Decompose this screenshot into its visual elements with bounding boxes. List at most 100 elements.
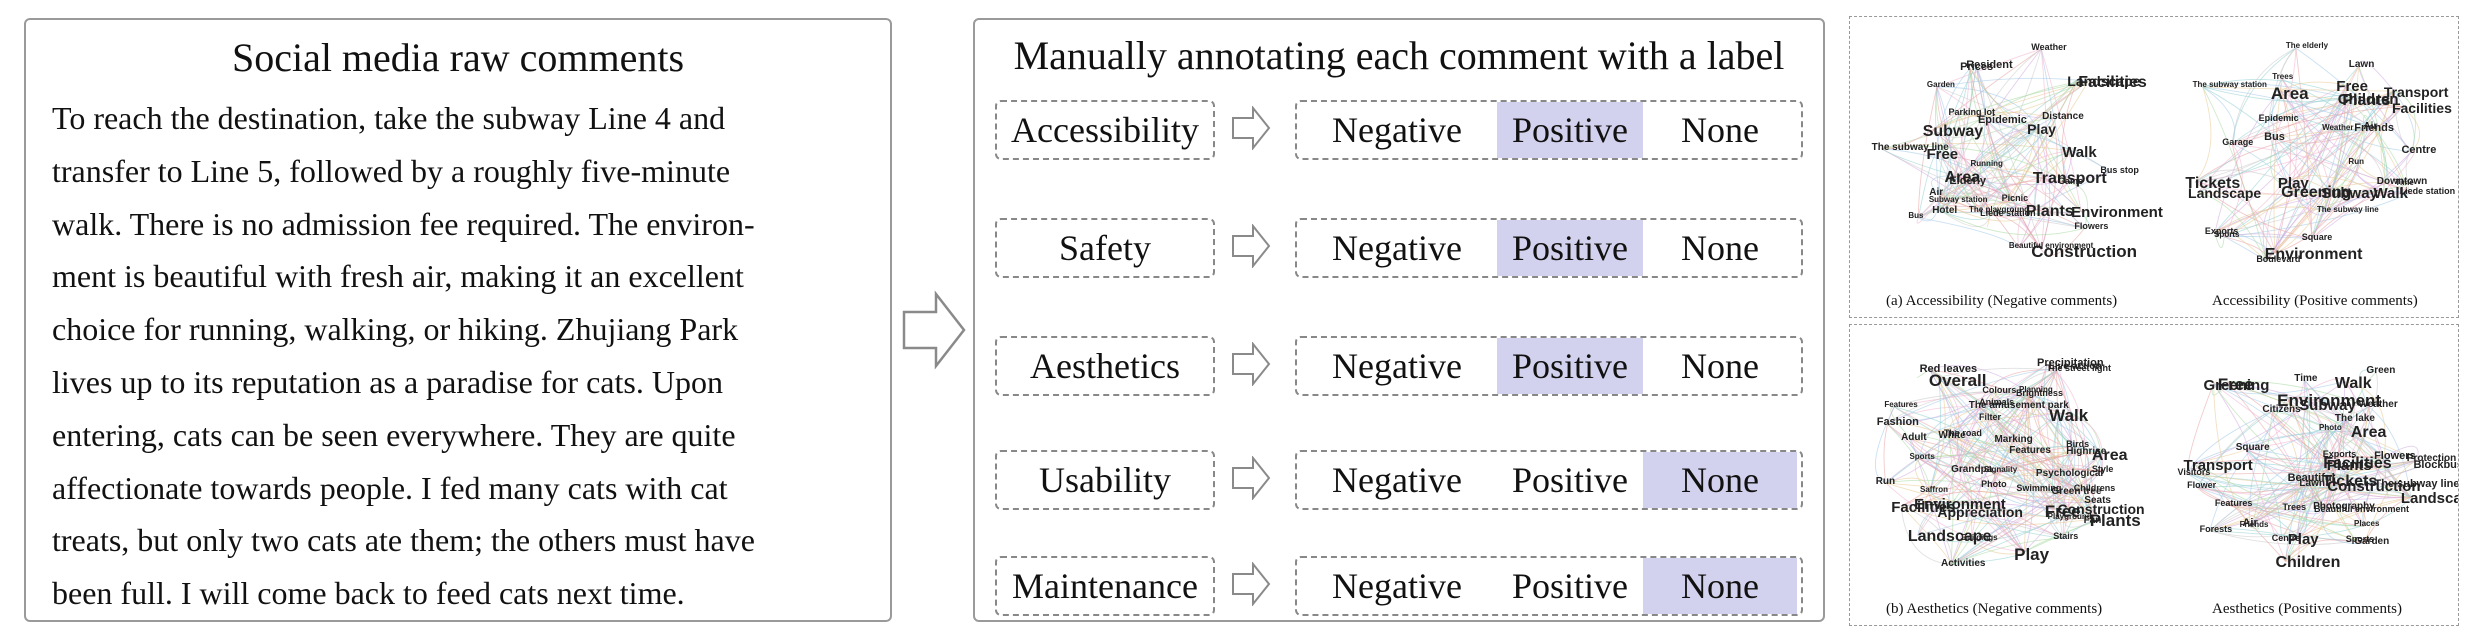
network-edge: [2213, 380, 2218, 385]
label-option-none[interactable]: None: [1681, 346, 1759, 386]
network-word: Photography: [2313, 500, 2375, 512]
network-edge: [1917, 505, 1948, 536]
network-word: Time: [2294, 373, 2318, 385]
label-option-negative[interactable]: Negative: [1332, 566, 1462, 606]
network-edge: [1993, 469, 2102, 472]
label-option-none[interactable]: None: [1681, 228, 1759, 268]
network-edge: [1936, 68, 1971, 194]
network-word: Transport: [2383, 84, 2449, 101]
network-word: Area: [2350, 424, 2387, 442]
network-edge: [2273, 137, 2313, 239]
network-word: Picnic: [2001, 193, 2029, 204]
network-edge: [2197, 486, 2325, 512]
network-word: The street light: [2046, 363, 2112, 374]
network-word: Protection: [2406, 453, 2457, 465]
network-word: The lake: [2334, 412, 2375, 424]
category-box-safety: Safety: [995, 218, 1215, 278]
raw-comment-line: ment is beautiful with fresh air, making…: [52, 258, 744, 295]
network-word: Transport: [2032, 169, 2107, 187]
label-options-box: Negative Positive None: [1295, 336, 1803, 396]
network-word: Construction: [2031, 242, 2137, 262]
label-option-negative[interactable]: Negative: [1332, 346, 1462, 386]
network-edge: [1942, 211, 1991, 220]
network-edge: [1970, 539, 2025, 555]
label-option-positive[interactable]: Positive: [1511, 566, 1628, 606]
network-word: Weather: [2031, 42, 2067, 53]
network-edge: [2345, 84, 2388, 183]
network-edge: [2202, 86, 2394, 92]
network-edge: [1970, 452, 2020, 540]
network-word: Square: [2235, 442, 2270, 454]
network-word: Sports: [2214, 229, 2240, 239]
label-option-positive[interactable]: Positive: [1511, 460, 1628, 500]
network-word: Resident: [1966, 58, 2013, 71]
network-word: Downtown: [2376, 175, 2428, 187]
label-option-positive[interactable]: Positive: [1497, 220, 1643, 276]
network-edge: [1890, 406, 1912, 440]
network-edge: [2274, 84, 2347, 254]
network-edge: [2361, 457, 2385, 527]
label-option-positive[interactable]: Positive: [1497, 102, 1643, 158]
network-word: Sports: [1909, 452, 1935, 462]
network-graph: [1874, 364, 2424, 566]
network-edge: [2040, 48, 2082, 212]
network-edge: [2202, 86, 2267, 261]
network-word: The subway line: [2374, 477, 2459, 490]
network-word: Play: [2027, 121, 2056, 138]
network-edge: [2304, 484, 2338, 498]
label-option-negative[interactable]: Negative: [1332, 228, 1462, 268]
network-word: Features: [2009, 445, 2051, 457]
network-word: Subway: [1922, 122, 1984, 140]
network-word: Green tree: [2051, 486, 2102, 498]
network-edge: [2040, 118, 2058, 250]
network-edge: [2025, 394, 2095, 523]
network-edge: [1901, 406, 1980, 507]
network-edge: [2268, 120, 2328, 212]
network-edge: [1938, 65, 1977, 194]
network-word: Subway: [2299, 396, 2356, 414]
network-edge: [1900, 505, 1952, 566]
network-edge: [2025, 123, 2038, 129]
network-edge: [2041, 176, 2069, 194]
raw-comment-line: entering, cats can be seen everywhere. T…: [52, 416, 736, 453]
network-edge: [1987, 120, 2111, 173]
label-option-negative[interactable]: Negative: [1332, 460, 1462, 500]
network-edge: [2187, 459, 2417, 475]
network-edge: [2187, 410, 2273, 474]
network-edge: [2311, 128, 2365, 239]
network-word: Play: [2287, 530, 2319, 548]
network-word: Tickets: [2185, 175, 2241, 193]
label-option-none[interactable]: None: [1681, 110, 1759, 150]
network-edge: [2343, 97, 2374, 129]
network-word: Live-action: [2048, 361, 2102, 373]
network-edge: [2291, 478, 2299, 510]
label-option-none[interactable]: None: [1643, 452, 1797, 508]
network-word: Beautiful environment: [2008, 240, 2094, 250]
network-edge: [2358, 163, 2387, 184]
network-edge: [1936, 86, 1951, 212]
category-label: Aesthetics: [1030, 346, 1180, 386]
large-arrow-icon: [902, 290, 966, 370]
network-edge: [2195, 86, 2212, 183]
network-edge: [2209, 530, 2356, 546]
network-edge: [1941, 127, 2038, 212]
label-option-none[interactable]: None: [1643, 558, 1797, 614]
network-edge: [2311, 151, 2412, 240]
network-edge: [1950, 501, 2095, 565]
network-word: Game: [2058, 176, 2084, 187]
network-edge: [2344, 381, 2386, 485]
raw-comment-line: lives up to its reputation as a paradise…: [52, 363, 723, 400]
network-edge: [2393, 90, 2416, 152]
network-edge: [2326, 90, 2395, 212]
label-option-negative[interactable]: Negative: [1332, 110, 1462, 150]
raw-comment-line: choice for running, walking, or hiking. …: [52, 311, 739, 348]
network-edge: [2245, 448, 2334, 471]
network-word: Distance: [2042, 111, 2084, 123]
network-edge: [1938, 367, 2057, 379]
network-word: Environment: [2264, 246, 2363, 264]
network-edge: [2062, 452, 2077, 539]
label-option-positive[interactable]: Positive: [1497, 338, 1643, 394]
network-word: Highrise: [2066, 445, 2107, 457]
network-edge: [2309, 484, 2324, 508]
